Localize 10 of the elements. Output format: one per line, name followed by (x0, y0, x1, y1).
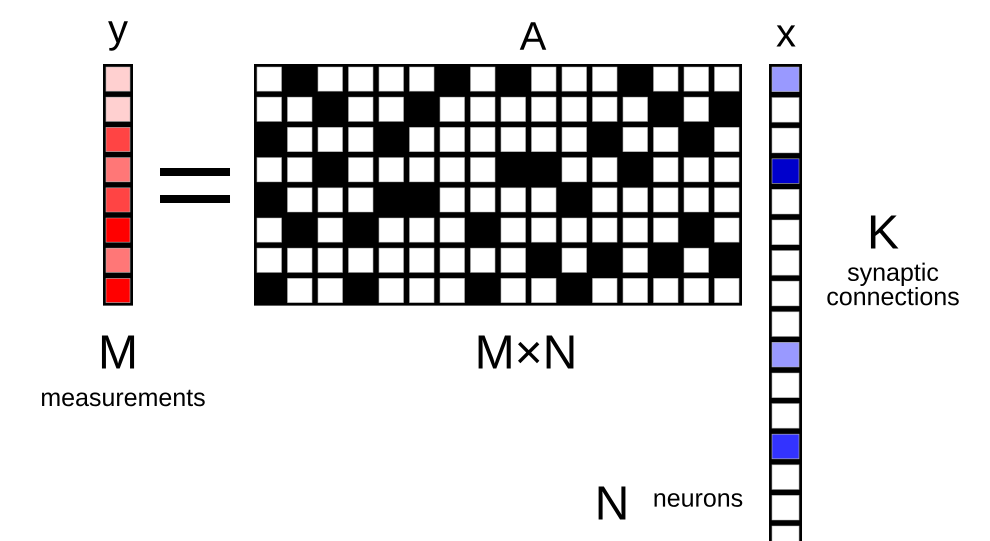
dimension-label: K (870, 215, 898, 248)
dimension-label: measurements (42, 390, 205, 406)
vector-label: y (108, 21, 128, 51)
dimension-label: M×N (478, 335, 574, 368)
dimension-label: N (598, 486, 626, 520)
matrix-label: A (520, 22, 546, 50)
dimension-label: neurons (654, 493, 742, 507)
dimension-label: synaptic connections (827, 262, 959, 306)
vector-label: x (776, 25, 796, 47)
dimension-label: M (102, 335, 134, 368)
